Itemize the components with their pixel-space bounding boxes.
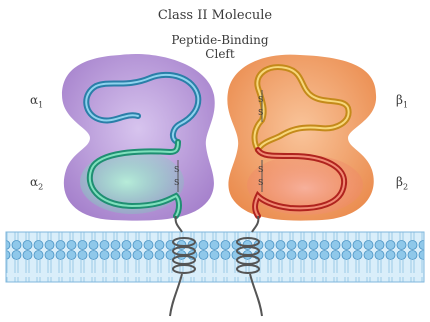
sulfur-label: S — [258, 95, 263, 104]
sulfur-label: S — [174, 165, 179, 174]
sulfur-label: S — [174, 178, 179, 187]
sulfur-label: S — [258, 165, 263, 174]
cell-membrane — [6, 232, 424, 282]
sulfur-label: S — [258, 108, 263, 117]
sulfur-label: S — [258, 178, 263, 187]
